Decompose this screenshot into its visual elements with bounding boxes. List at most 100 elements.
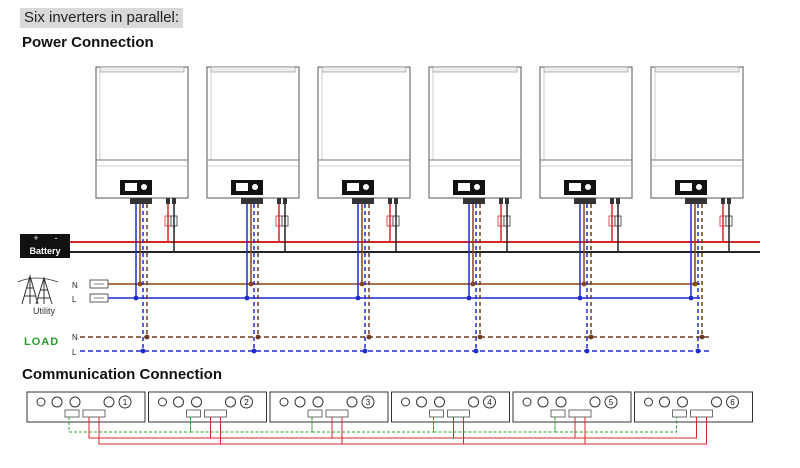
utility-breaker-l	[89, 293, 109, 303]
utility-label: Utility	[33, 306, 55, 316]
comm-port-d	[225, 396, 236, 408]
ac-output-line-node	[362, 348, 368, 354]
comm-cable-green	[554, 417, 677, 433]
comm-port-c	[312, 396, 324, 408]
comm-unit-number: 2	[244, 398, 249, 407]
power-connection-title: Power Connection	[22, 34, 154, 51]
comm-board: 3	[269, 391, 389, 423]
ac-output-neutral-node	[588, 334, 594, 340]
comm-port-c	[434, 396, 445, 408]
inverter-battery-terminal-negative	[394, 198, 398, 204]
inverter-unit	[95, 66, 189, 227]
comm-board: 6	[634, 391, 753, 423]
inverter-display-screen	[458, 183, 470, 191]
comm-board: 2	[148, 391, 267, 423]
comm-parallel-port	[447, 409, 470, 418]
comm-port-c	[555, 396, 567, 408]
inverter-battery-terminal-positive	[277, 198, 281, 204]
utility-n-label: N	[72, 281, 78, 290]
inverter-battery-terminal-positive	[721, 198, 725, 204]
ac-output-neutral-node	[699, 334, 705, 340]
comm-port-b	[537, 396, 549, 408]
comm-port-b	[416, 396, 427, 408]
comm-parallel-port	[204, 409, 227, 418]
ac-input-neutral-node	[692, 281, 698, 287]
inverter-ac-terminal	[685, 198, 707, 204]
inverter-battery-terminal-positive	[166, 198, 170, 204]
comm-port-d	[346, 396, 358, 408]
comm-unit-number: 1	[123, 398, 128, 407]
inverter-top-cap	[432, 66, 518, 73]
ac-input-neutral-node	[359, 281, 365, 287]
comm-rj-port	[429, 409, 444, 418]
ac-output-line-node	[140, 348, 146, 354]
ac-input-neutral-node	[470, 281, 476, 287]
inverter-display-knob	[585, 184, 591, 190]
inverter-display-screen	[236, 183, 248, 191]
inverter-unit	[650, 66, 744, 227]
inverter-unit	[317, 66, 411, 227]
comm-cable-red	[584, 417, 707, 445]
comm-rj-port	[550, 409, 566, 418]
comm-port-c	[191, 396, 202, 408]
comm-parallel-port	[568, 409, 592, 418]
comm-port-b	[659, 396, 670, 408]
ac-output-line-node	[584, 348, 590, 354]
comm-unit-number-circle	[240, 395, 253, 409]
page-caption: Six inverters in parallel:	[20, 8, 184, 28]
inverter-unit	[539, 66, 633, 227]
comm-cable-green	[311, 417, 434, 433]
comm-board: 4	[391, 391, 510, 423]
inverter-ac-terminal	[574, 198, 596, 204]
comm-unit-number-circle	[118, 395, 132, 409]
inverter-display-knob	[474, 184, 480, 190]
comm-port-c	[677, 396, 688, 408]
comm-rj-port	[672, 409, 687, 418]
inverter-cabinet	[206, 66, 300, 199]
ac-input-neutral-node	[581, 281, 587, 287]
comm-rj-port	[307, 409, 323, 418]
comm-cable-red	[574, 417, 697, 439]
inverter-battery-terminal-negative	[283, 198, 287, 204]
comm-cable-green	[190, 417, 313, 433]
load-l-label: L	[72, 348, 77, 357]
comm-port-d	[589, 396, 601, 408]
ac-input-line-node	[688, 295, 694, 301]
comm-port-c	[69, 396, 81, 408]
utility-l-label: L	[72, 295, 77, 304]
comm-unit-number-circle	[361, 395, 375, 409]
ac-output-neutral-node	[144, 334, 150, 340]
inverter-battery-terminal-positive	[388, 198, 392, 204]
inverter-cabinet	[650, 66, 744, 199]
comm-cable-green	[433, 417, 556, 433]
utility-breaker-n	[89, 279, 109, 289]
inverter-ac-terminal	[241, 198, 263, 204]
comm-board: 5	[512, 391, 632, 423]
inverter-unit	[206, 66, 300, 227]
comm-unit-number: 3	[366, 398, 371, 407]
inverter-ac-terminal	[463, 198, 485, 204]
inverter-top-cap	[321, 66, 407, 73]
ac-input-line-node	[244, 295, 250, 301]
comm-unit-number-circle	[726, 395, 739, 409]
load-label: LOAD	[24, 336, 59, 348]
ac-input-line-node	[355, 295, 361, 301]
comm-board: 1	[26, 391, 146, 423]
battery-body	[20, 234, 70, 258]
battery-minus-sign: -	[55, 233, 58, 243]
comm-cable-green	[68, 417, 191, 433]
ac-output-line-node	[473, 348, 479, 354]
comm-port-d	[103, 396, 115, 408]
inverter-display-knob	[363, 184, 369, 190]
comm-port-a	[36, 397, 46, 407]
battery-plus-sign: +	[33, 233, 38, 243]
comm-port-a	[644, 397, 653, 407]
inverter-battery-terminal-positive	[499, 198, 503, 204]
communication-connection-title: Communication Connection	[22, 366, 222, 383]
inverter-battery-terminal-negative	[505, 198, 509, 204]
inverter-cabinet	[95, 66, 189, 199]
comm-rj-port	[186, 409, 201, 418]
ac-output-line-node	[251, 348, 257, 354]
comm-unit-number: 6	[730, 398, 735, 407]
comm-port-d	[711, 396, 722, 408]
